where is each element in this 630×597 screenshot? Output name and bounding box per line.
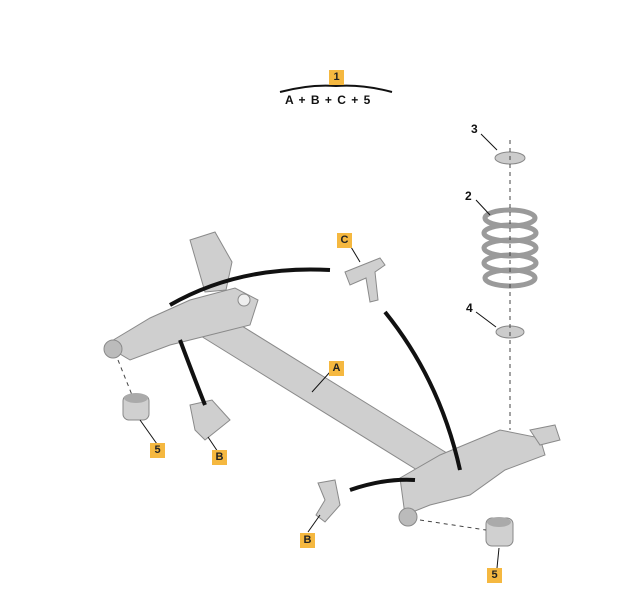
bushing-part-5-left [122, 393, 150, 421]
dashed-assembly-lines [117, 140, 511, 531]
callout-b-right: B [300, 533, 315, 548]
bushing-part-5-right [485, 517, 514, 547]
callout-c: C [337, 233, 352, 248]
callout-b-left: B [212, 450, 227, 465]
callout-4: 4 [466, 301, 473, 315]
leader-curves [169, 267, 462, 492]
callout-5-left: 5 [150, 443, 165, 458]
bracket-part-c [344, 257, 386, 303]
bracket-part-b-right [315, 479, 341, 523]
callout-3: 3 [471, 122, 478, 136]
assembly-brace [279, 84, 393, 93]
assembly-formula: A + B + C + 5 [285, 93, 372, 107]
callout-2: 2 [465, 189, 472, 203]
axle-beam-part-a [103, 231, 561, 527]
assembly-label: 1 [329, 70, 344, 85]
bracket-part-b-left [189, 399, 231, 441]
callout-a: A [329, 361, 344, 376]
callout-5-right: 5 [487, 568, 502, 583]
leader-lines [139, 133, 500, 569]
